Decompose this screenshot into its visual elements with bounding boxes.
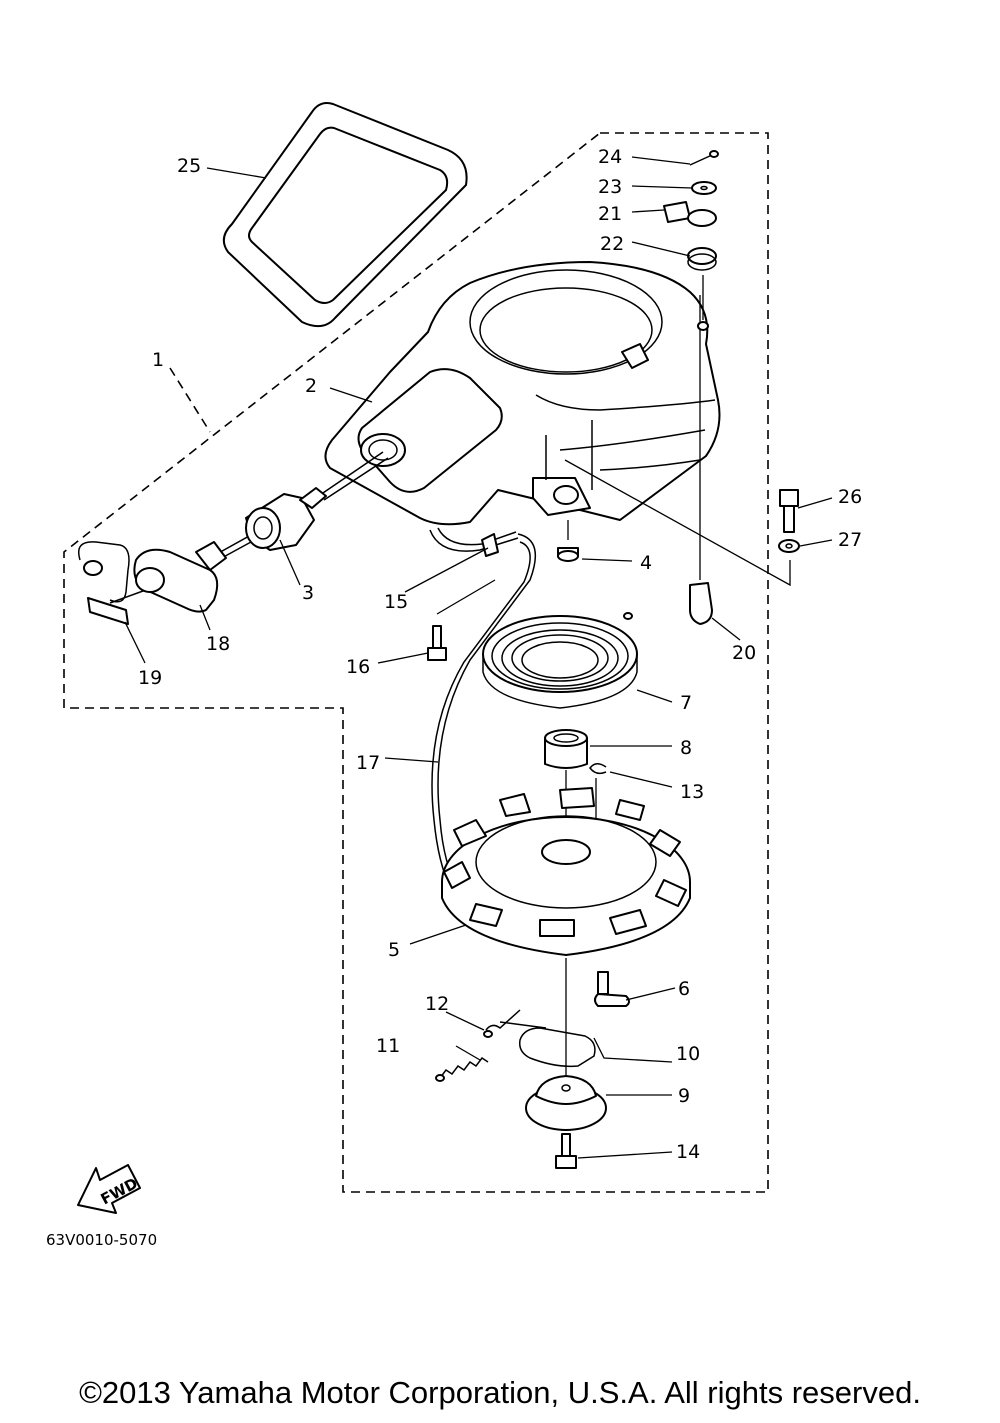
pin-24 [689, 150, 719, 166]
parts-diagram: 1 2 3 4 5 6 7 8 9 10 11 12 13 14 15 16 1… [46, 102, 862, 1249]
label-7: 7 [680, 692, 692, 714]
bushing [544, 729, 588, 830]
label-11: 11 [376, 1035, 400, 1057]
label-27: 27 [838, 529, 862, 551]
spring-12 [483, 1009, 521, 1038]
label-1: 1 [152, 349, 164, 371]
label-26: 26 [838, 486, 862, 508]
label-8: 8 [680, 737, 692, 759]
bolt-26 [779, 489, 799, 533]
spring-22 [687, 247, 717, 271]
starter-case [324, 261, 721, 526]
label-23: 23 [598, 176, 622, 198]
label-20: 20 [732, 642, 756, 664]
label-5: 5 [388, 939, 400, 961]
label-10: 10 [676, 1043, 700, 1065]
bolt-14 [555, 1133, 577, 1169]
cover-9 [525, 958, 607, 1131]
leader-1 [169, 367, 211, 433]
label-25: 25 [177, 155, 201, 177]
hose [429, 527, 519, 557]
gasket-frame [222, 102, 468, 328]
label-18: 18 [206, 633, 230, 655]
spiral-spring [482, 612, 638, 709]
washer-27 [778, 539, 800, 553]
label-21: 21 [598, 203, 622, 225]
diagram-code: 63V0010-5070 [46, 1231, 157, 1249]
label-4: 4 [640, 552, 652, 574]
label-15: 15 [384, 591, 408, 613]
rope-guide [245, 487, 327, 551]
label-12: 12 [425, 993, 449, 1015]
assembly-boundary [63, 132, 769, 1193]
label-2: 2 [305, 375, 317, 397]
sheave-drum [441, 787, 691, 956]
bolt-16 [427, 579, 496, 661]
starter-handle [133, 541, 227, 613]
drive-plate [499, 1021, 596, 1068]
stopper-21 [663, 201, 717, 227]
label-6: 6 [678, 978, 690, 1000]
label-24: 24 [598, 146, 622, 168]
label-22: 22 [600, 233, 624, 255]
copyright-notice: ©2013 Yamaha Motor Corporation, U.S.A. A… [79, 1375, 921, 1410]
pawl-6 [594, 971, 630, 1007]
label-9: 9 [678, 1085, 690, 1107]
spring-11 [435, 1056, 489, 1082]
label-19: 19 [138, 667, 162, 689]
fwd-arrow [77, 1164, 141, 1214]
plunger-20 [689, 295, 713, 625]
label-13: 13 [680, 781, 704, 803]
label-16: 16 [346, 656, 370, 678]
washer-23 [691, 181, 717, 195]
label-17: 17 [356, 752, 380, 774]
label-3: 3 [302, 582, 314, 604]
rope-clip [78, 541, 130, 625]
collar-4 [557, 520, 579, 562]
label-14: 14 [676, 1141, 700, 1163]
